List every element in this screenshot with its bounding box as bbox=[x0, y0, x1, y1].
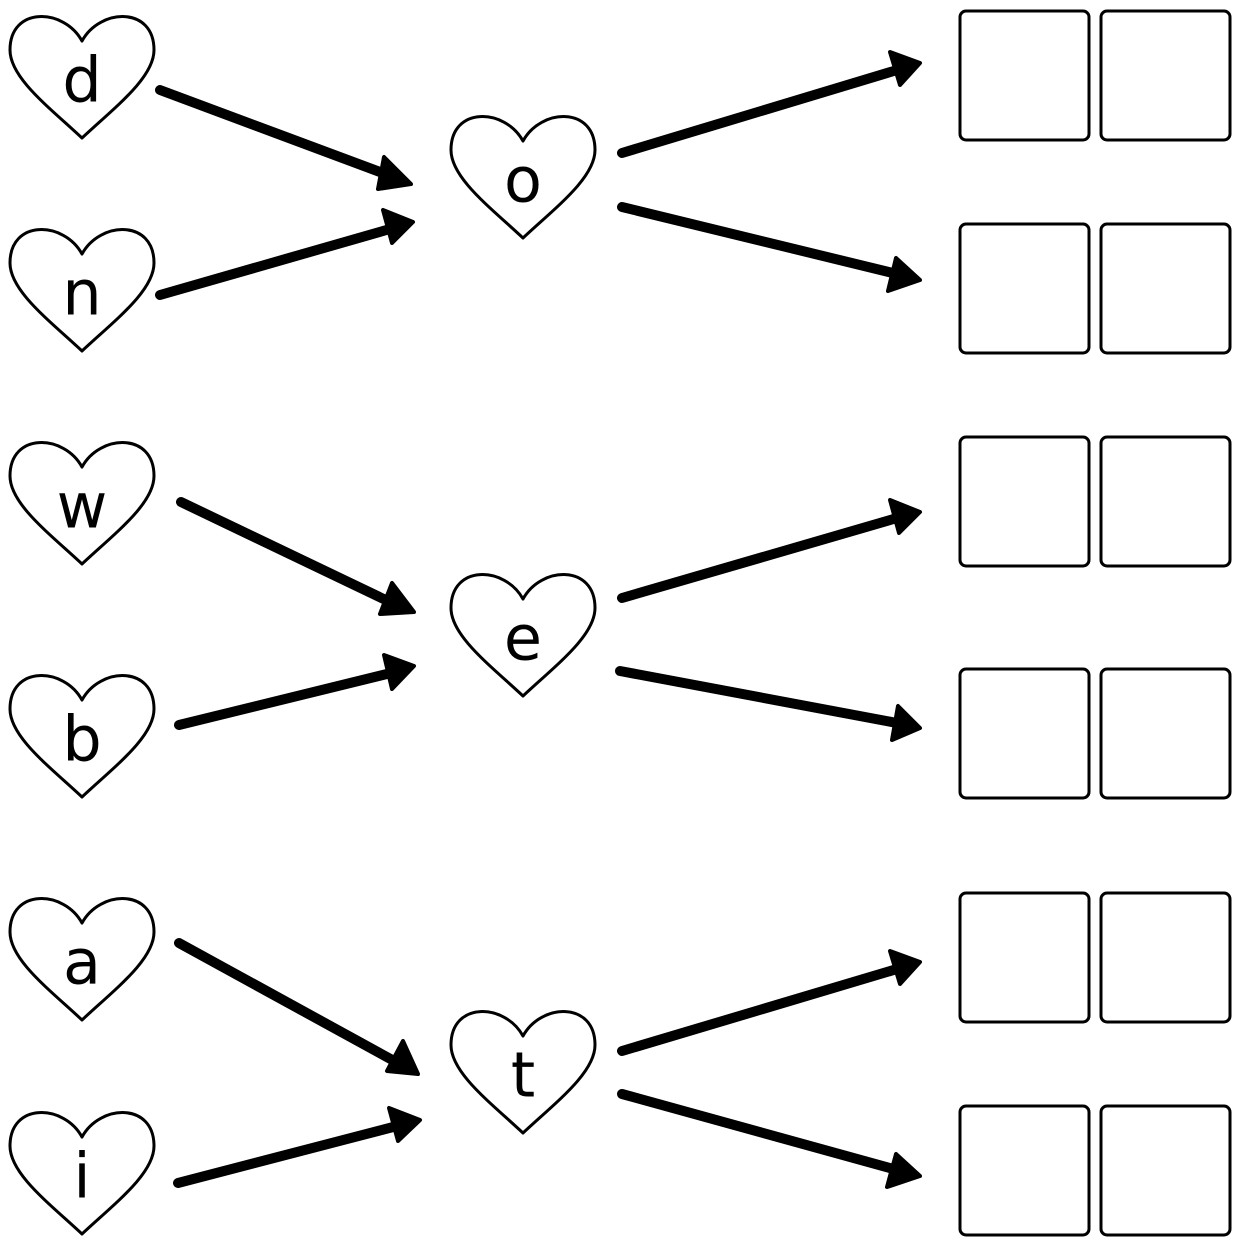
heart-w: w bbox=[8, 441, 156, 566]
middle-letter-t: t bbox=[511, 1039, 535, 1112]
arrow-icon bbox=[885, 1152, 922, 1189]
heart-icon bbox=[8, 228, 156, 353]
arrow-a-to-t bbox=[174, 938, 420, 1076]
answer-row-2 bbox=[958, 222, 1232, 355]
arrow-icon bbox=[886, 256, 922, 293]
arrow-icon bbox=[888, 50, 922, 87]
arrow-icon bbox=[376, 155, 413, 191]
answer-row-6 bbox=[958, 1104, 1232, 1237]
group-1: d n o bbox=[8, 9, 1232, 355]
group-2: w b e bbox=[8, 435, 1232, 800]
heart-icon bbox=[8, 674, 156, 799]
heart-icon bbox=[8, 1111, 156, 1236]
arrow-b-to-e bbox=[174, 653, 416, 730]
heart-a: a bbox=[8, 897, 156, 1022]
arrow-icon bbox=[381, 208, 415, 245]
arrow-i-to-t bbox=[173, 1106, 422, 1188]
answer-box[interactable] bbox=[958, 222, 1091, 355]
arrow-n-to-o bbox=[155, 208, 415, 300]
arrow-o-to-row-2 bbox=[617, 202, 922, 293]
arrow-icon bbox=[387, 1106, 422, 1143]
arrow-icon bbox=[888, 949, 922, 986]
arrow-icon bbox=[385, 1039, 420, 1076]
left-letter-n: n bbox=[62, 257, 101, 330]
heart-b: b bbox=[8, 674, 156, 799]
answer-row-4 bbox=[958, 667, 1232, 800]
arrow-t-to-row-5 bbox=[617, 949, 922, 1056]
answer-box[interactable] bbox=[1099, 1104, 1232, 1237]
answer-box[interactable] bbox=[958, 435, 1091, 568]
answer-row-3 bbox=[958, 435, 1232, 568]
arrow-t-to-row-6 bbox=[617, 1089, 922, 1189]
answer-box[interactable] bbox=[1099, 891, 1232, 1024]
answer-box[interactable] bbox=[1099, 9, 1232, 142]
group-3: a i t bbox=[8, 891, 1232, 1237]
answer-row-5 bbox=[958, 891, 1232, 1024]
answer-row-1 bbox=[958, 9, 1232, 142]
answer-box[interactable] bbox=[1099, 435, 1232, 568]
heart-icon bbox=[8, 15, 156, 140]
arrow-o-to-row-1 bbox=[617, 50, 922, 158]
heart-e: e bbox=[449, 573, 597, 698]
arrow-icon bbox=[888, 498, 922, 535]
heart-o: o bbox=[449, 115, 597, 240]
answer-box[interactable] bbox=[958, 667, 1091, 800]
heart-n: n bbox=[8, 228, 156, 353]
arrow-icon bbox=[378, 581, 416, 616]
middle-letter-e: e bbox=[504, 602, 542, 675]
heart-icon bbox=[8, 441, 156, 566]
answer-box[interactable] bbox=[958, 9, 1091, 142]
answer-box[interactable] bbox=[958, 1104, 1091, 1237]
left-letter-a: a bbox=[63, 926, 101, 999]
arrow-icon bbox=[382, 653, 416, 691]
heart-i: i bbox=[8, 1111, 156, 1236]
arrow-e-to-row-4 bbox=[615, 666, 922, 742]
left-letter-b: b bbox=[62, 703, 101, 776]
answer-box[interactable] bbox=[1099, 222, 1232, 355]
answer-box[interactable] bbox=[1099, 667, 1232, 800]
heart-icon bbox=[8, 897, 156, 1022]
heart-icon bbox=[449, 115, 597, 240]
arrow-w-to-e bbox=[176, 497, 416, 616]
arrow-e-to-row-3 bbox=[617, 498, 922, 603]
left-letter-w: w bbox=[57, 470, 108, 543]
middle-letter-o: o bbox=[504, 144, 542, 217]
left-letter-d: d bbox=[62, 44, 101, 117]
heart-icon bbox=[449, 1010, 597, 1135]
heart-icon bbox=[449, 573, 597, 698]
heart-d: d bbox=[8, 15, 156, 140]
arrow-d-to-o bbox=[155, 85, 413, 191]
heart-t: t bbox=[449, 1010, 597, 1135]
left-letter-i: i bbox=[73, 1140, 90, 1213]
answer-box[interactable] bbox=[958, 891, 1091, 1024]
arrow-icon bbox=[890, 704, 922, 742]
